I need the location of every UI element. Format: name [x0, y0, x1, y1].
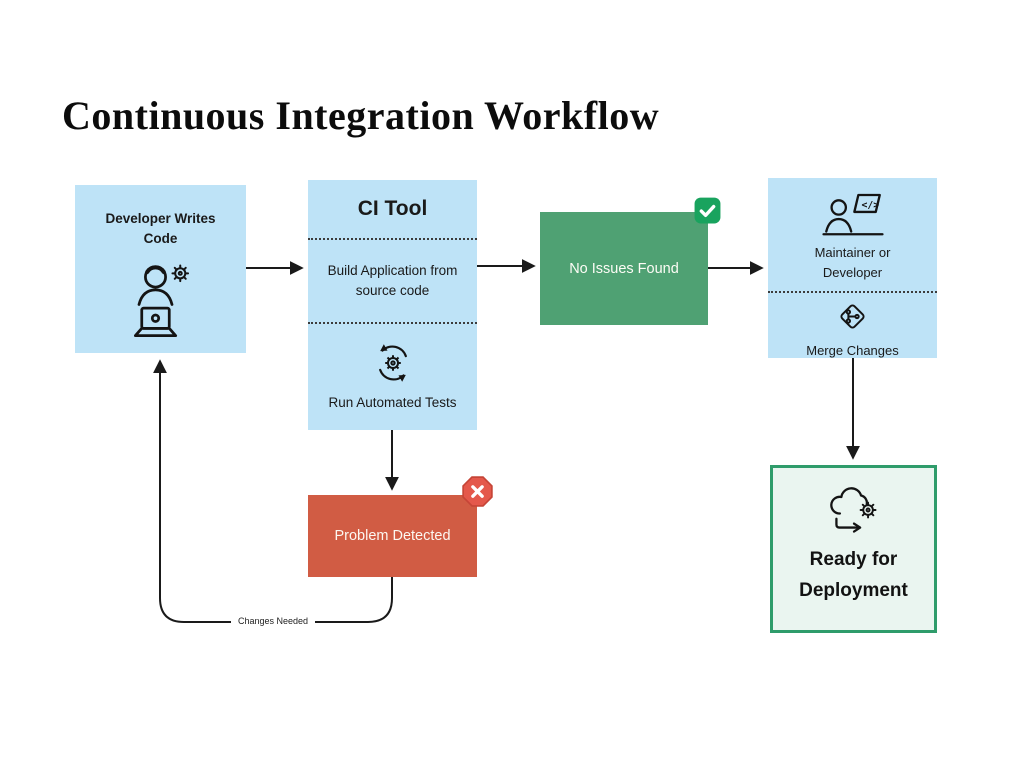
developer-label: Developer Writes Code — [105, 211, 216, 246]
ci-build-step: Build Application from source code — [308, 238, 477, 322]
svg-text:</>: </> — [861, 200, 879, 211]
git-merge-diamond-icon — [836, 300, 869, 338]
build-step-label: Build Application from source code — [327, 262, 458, 298]
ready-label: Ready for Deployment — [799, 549, 908, 602]
developer-with-gear-and-laptop-icon — [133, 264, 189, 338]
no-issues-label: No Issues Found — [569, 260, 679, 277]
merge-changes-label: Merge Changes — [806, 343, 899, 358]
node-maintainer-or-developer: </> Maintainer or Developer Merge Change… — [768, 178, 937, 358]
changes-needed-label: Changes Needed — [231, 614, 316, 628]
node-problem-detected: Problem Detected — [308, 495, 477, 577]
ci-tool-title: CI Tool — [357, 197, 428, 220]
node-developer-writes-code: Developer Writes Code — [75, 185, 246, 353]
diagram-title: Continuous Integration Workflow — [62, 93, 660, 138]
maintainer-at-laptop-code-icon: </> — [821, 193, 884, 236]
node-ready-for-deployment: Ready for Deployment — [770, 465, 937, 633]
check-badge-icon — [694, 197, 721, 224]
maintainer-label: Maintainer or Developer — [814, 245, 891, 280]
cloud-deploy-gear-icon — [829, 487, 876, 533]
gear-with-circular-arrows-icon — [378, 344, 407, 382]
node-no-issues-found: No Issues Found — [540, 212, 708, 325]
problem-label: Problem Detected — [334, 528, 451, 544]
ci-test-step: Run Automated Tests — [308, 322, 477, 430]
maintainer-divider — [768, 291, 937, 293]
test-step-label: Run Automated Tests — [328, 394, 457, 410]
cross-badge-icon — [462, 476, 493, 507]
node-ci-tool: CI Tool Build Application from source co… — [308, 180, 477, 430]
